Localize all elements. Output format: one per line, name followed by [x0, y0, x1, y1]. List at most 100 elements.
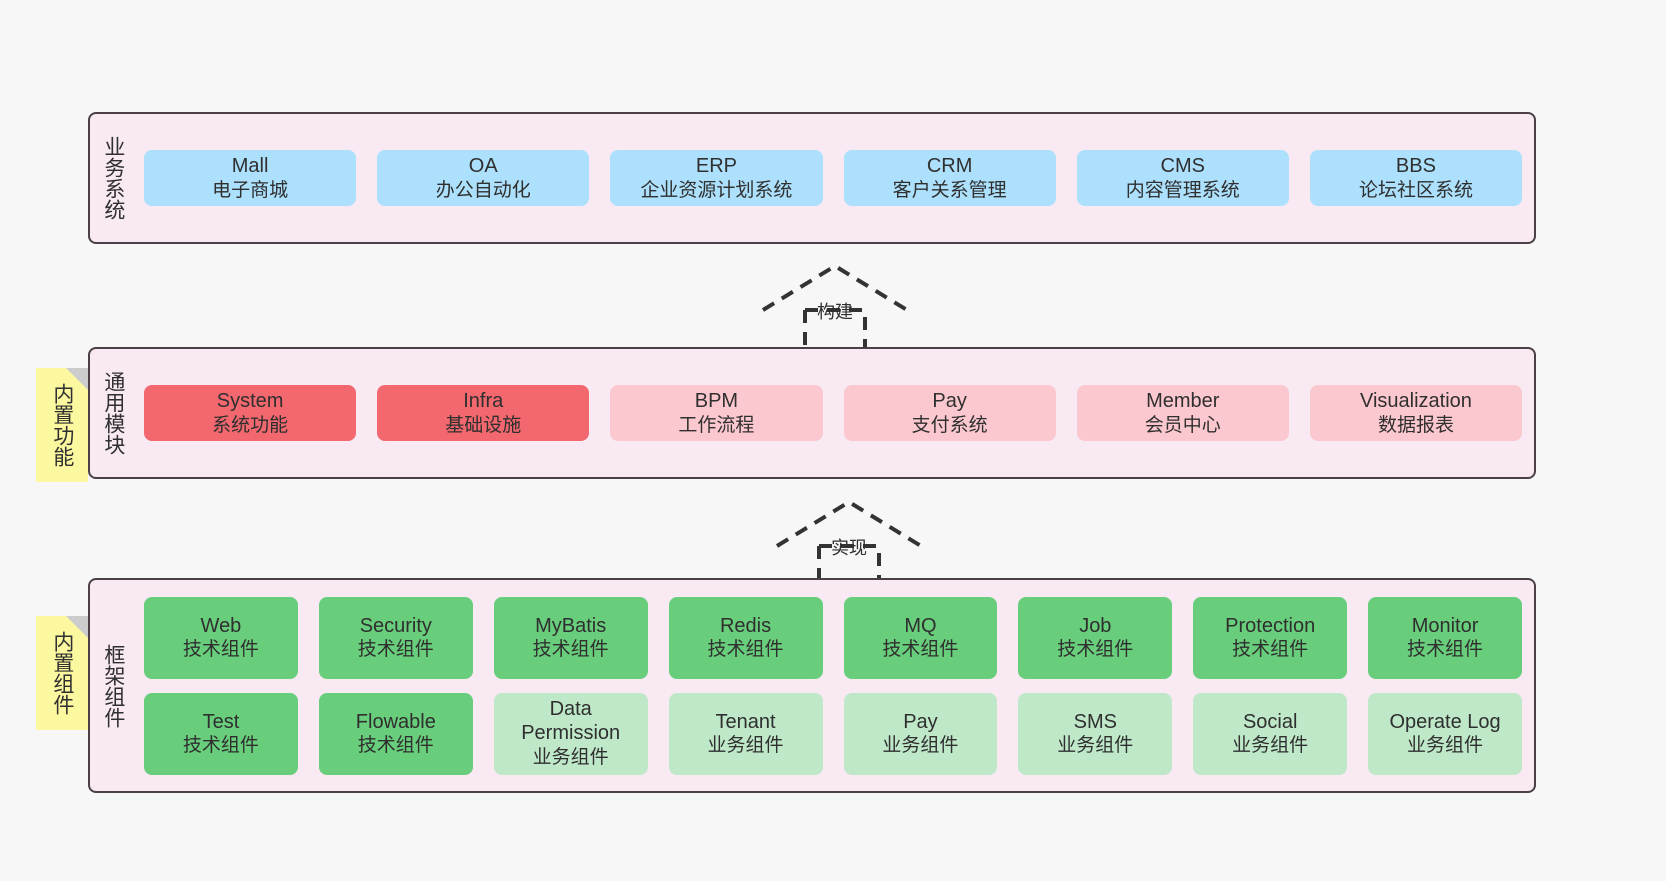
note-builtin-component-label: 内置组件 — [50, 631, 74, 715]
node-redis-cn: 技术组件 — [707, 639, 784, 661]
node-oa-en: OA — [468, 155, 498, 178]
node-erp[interactable]: ERP 企业资源计划系统 — [610, 150, 823, 206]
node-operate-log[interactable]: Operate Log 业务组件 — [1368, 692, 1522, 775]
node-bbs-en: BBS — [1395, 155, 1436, 178]
node-pay-module-en: Pay — [932, 390, 967, 413]
node-security-en: Security — [359, 614, 432, 637]
node-infra-cn: 基础设施 — [445, 414, 522, 436]
note-fold-corner-icon — [66, 368, 88, 390]
node-test[interactable]: Test 技术组件 — [144, 692, 298, 775]
node-flowable-en: Flowable — [355, 710, 436, 733]
node-sms[interactable]: SMS 业务组件 — [1018, 692, 1173, 775]
node-mall-en: Mall — [231, 155, 269, 178]
node-monitor[interactable]: Monitor 技术组件 — [1368, 596, 1522, 679]
node-oa-cn: 办公自动化 — [435, 179, 531, 201]
node-bpm[interactable]: BPM 工作流程 — [610, 385, 823, 441]
layer-business-system-row: Mall 电子商城 OA 办公自动化 ERP 企业资源计划系统 CRM 客户关系… — [144, 150, 1523, 206]
node-erp-cn: 企业资源计划系统 — [640, 179, 793, 201]
node-data-permission-en: Data Permission — [521, 698, 621, 744]
node-operate-log-cn: 业务组件 — [1407, 735, 1484, 757]
node-flowable[interactable]: Flowable 技术组件 — [318, 692, 473, 775]
node-crm[interactable]: CRM 客户关系管理 — [843, 150, 1056, 206]
node-erp-en: ERP — [695, 155, 737, 178]
node-redis-en: Redis — [719, 614, 772, 637]
node-tenant-en: Tenant — [715, 710, 776, 733]
node-system-cn: 系统功能 — [212, 414, 289, 436]
node-protection-en: Protection — [1225, 614, 1316, 637]
node-pay-component-cn: 业务组件 — [882, 735, 959, 757]
node-cms-cn: 内容管理系统 — [1125, 179, 1240, 201]
node-oa[interactable]: OA 办公自动化 — [377, 150, 590, 206]
node-crm-en: CRM — [926, 155, 973, 178]
node-security[interactable]: Security 技术组件 — [318, 596, 473, 679]
connector-build-label: 构建 — [817, 302, 853, 322]
layer-framework-components-body: Web 技术组件 Security 技术组件 MyBatis 技术组件 Redi… — [136, 580, 1534, 791]
node-mq-cn: 技术组件 — [882, 639, 959, 661]
layer-business-system-body: Mall 电子商城 OA 办公自动化 ERP 企业资源计划系统 CRM 客户关系… — [136, 114, 1534, 242]
node-redis[interactable]: Redis 技术组件 — [668, 596, 823, 679]
layer-framework-components: 框架组件 Web 技术组件 Security 技术组件 MyBatis 技术组件… — [88, 578, 1536, 793]
node-crm-cn: 客户关系管理 — [892, 179, 1007, 201]
node-test-cn: 技术组件 — [182, 735, 259, 757]
node-web-en: Web — [200, 614, 242, 637]
node-bbs[interactable]: BBS 论坛社区系统 — [1309, 150, 1523, 206]
node-data-permission-cn: 业务组件 — [532, 746, 609, 768]
layer-common-modules-body: System 系统功能 Infra 基础设施 BPM 工作流程 Pay 支付系统… — [136, 349, 1534, 477]
node-mybatis[interactable]: MyBatis 技术组件 — [493, 596, 648, 679]
node-tenant[interactable]: Tenant 业务组件 — [668, 692, 823, 775]
layer-framework-components-title: 框架组件 — [101, 643, 125, 728]
node-social-cn: 业务组件 — [1232, 735, 1309, 757]
node-visualization[interactable]: Visualization 数据报表 — [1309, 385, 1523, 441]
layer-framework-row-business: Test 技术组件 Flowable 技术组件 Data Permission … — [144, 692, 1522, 775]
node-mall-cn: 电子商城 — [212, 179, 289, 201]
node-mybatis-en: MyBatis — [535, 614, 607, 637]
node-social-en: Social — [1242, 710, 1298, 733]
connector-implement-label: 实现 — [831, 538, 867, 558]
node-data-permission[interactable]: Data Permission 业务组件 — [493, 692, 648, 775]
node-pay-component[interactable]: Pay 业务组件 — [843, 692, 998, 775]
node-bpm-cn: 工作流程 — [678, 414, 755, 436]
node-tenant-cn: 业务组件 — [707, 735, 784, 757]
node-cms-en: CMS — [1160, 155, 1205, 178]
layer-common-modules: 通用模块 System 系统功能 Infra 基础设施 BPM 工作流程 Pay… — [88, 347, 1536, 479]
node-flowable-cn: 技术组件 — [357, 735, 434, 757]
node-test-en: Test — [202, 710, 240, 733]
layer-common-modules-title: 通用模块 — [101, 371, 125, 455]
node-infra-en: Infra — [463, 390, 504, 413]
node-member[interactable]: Member 会员中心 — [1076, 385, 1289, 441]
node-job[interactable]: Job 技术组件 — [1018, 596, 1173, 679]
node-mq[interactable]: MQ 技术组件 — [843, 596, 998, 679]
node-monitor-en: Monitor — [1411, 614, 1479, 637]
node-member-cn: 会员中心 — [1144, 414, 1221, 436]
layer-business-system-title: 业务系统 — [101, 136, 125, 220]
node-mybatis-cn: 技术组件 — [532, 639, 609, 661]
note-builtin-function-label: 内置功能 — [50, 383, 74, 467]
layer-common-modules-row: System 系统功能 Infra 基础设施 BPM 工作流程 Pay 支付系统… — [144, 385, 1523, 441]
node-monitor-cn: 技术组件 — [1407, 639, 1484, 661]
note-builtin-component: 内置组件 — [36, 616, 88, 730]
node-sms-cn: 业务组件 — [1057, 735, 1134, 757]
node-job-cn: 技术组件 — [1057, 639, 1134, 661]
node-web[interactable]: Web 技术组件 — [144, 596, 298, 679]
node-mq-en: MQ — [904, 614, 937, 637]
node-protection[interactable]: Protection 技术组件 — [1193, 596, 1348, 679]
node-pay-module[interactable]: Pay 支付系统 — [843, 385, 1056, 441]
node-visualization-cn: 数据报表 — [1377, 414, 1454, 436]
layer-business-system: 业务系统 Mall 电子商城 OA 办公自动化 ERP 企业资源计划系统 CRM… — [88, 112, 1536, 244]
node-mall[interactable]: Mall 电子商城 — [144, 150, 357, 206]
node-visualization-en: Visualization — [1359, 390, 1472, 413]
node-social[interactable]: Social 业务组件 — [1193, 692, 1348, 775]
node-web-cn: 技术组件 — [182, 639, 259, 661]
node-system-en: System — [216, 390, 284, 413]
node-job-en: Job — [1079, 614, 1112, 637]
connector-build: 构建 — [755, 258, 915, 358]
note-fold-corner-icon — [66, 616, 88, 638]
node-sms-en: SMS — [1073, 710, 1117, 733]
node-infra[interactable]: Infra 基础设施 — [377, 385, 590, 441]
node-cms[interactable]: CMS 内容管理系统 — [1076, 150, 1289, 206]
node-protection-cn: 技术组件 — [1232, 639, 1309, 661]
node-bbs-cn: 论坛社区系统 — [1358, 179, 1473, 201]
node-system[interactable]: System 系统功能 — [144, 385, 357, 441]
node-operate-log-en: Operate Log — [1389, 710, 1501, 733]
